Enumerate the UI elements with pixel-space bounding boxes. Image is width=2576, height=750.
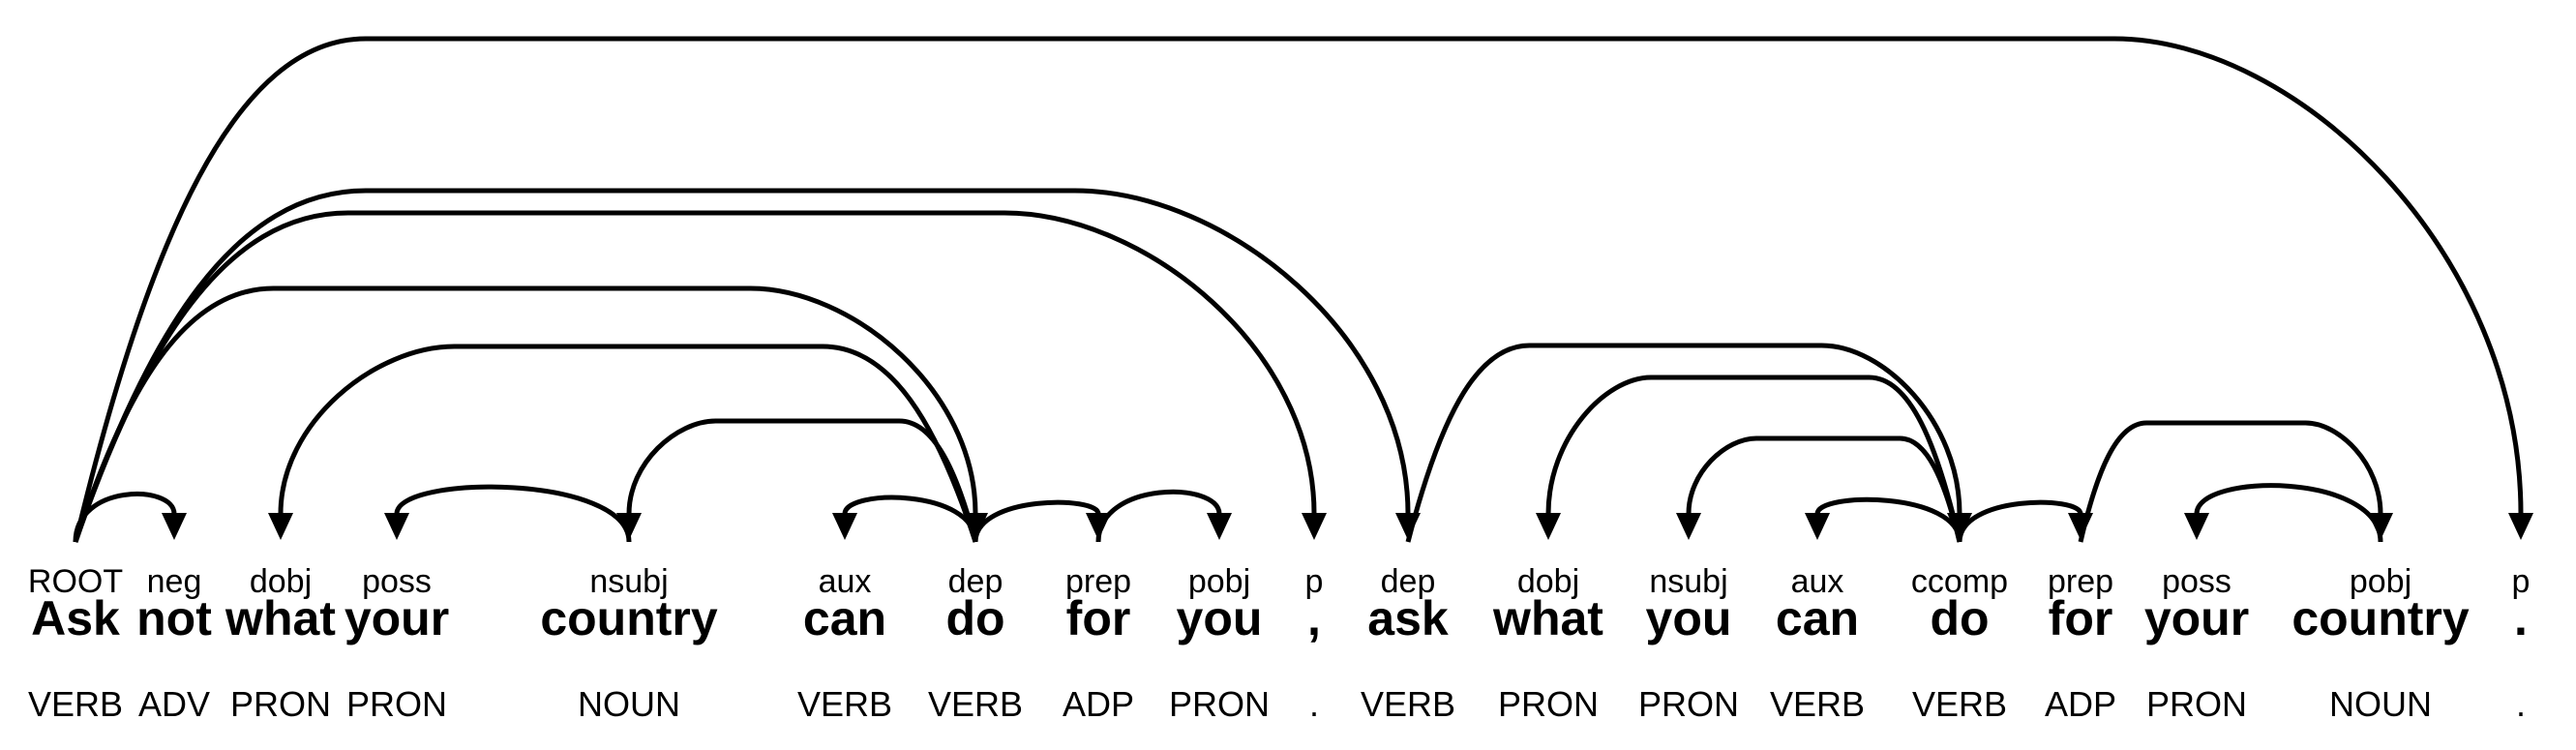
dep-label: dep bbox=[947, 563, 1003, 600]
arrowhead bbox=[384, 513, 409, 540]
arrowhead bbox=[1947, 513, 1972, 540]
dep-label: aux bbox=[1790, 563, 1844, 600]
word: Ask bbox=[31, 591, 120, 645]
word: your bbox=[2143, 591, 2250, 645]
dependency-arc bbox=[73, 210, 1317, 543]
arrowhead bbox=[1676, 513, 1701, 540]
dep-label: p bbox=[1304, 563, 1324, 600]
arrowhead bbox=[1302, 513, 1327, 540]
dep-label: p bbox=[2511, 563, 2531, 600]
dependency-arc bbox=[394, 484, 632, 543]
pos-tag: ADV bbox=[137, 684, 211, 724]
word: country bbox=[540, 591, 718, 645]
pos-tag: . bbox=[2515, 684, 2527, 724]
word: what bbox=[1493, 591, 1603, 645]
dependency-arc bbox=[73, 188, 1411, 543]
arrowhead bbox=[2508, 513, 2533, 540]
pos-tag: VERB bbox=[27, 684, 124, 724]
dependency-arc bbox=[842, 495, 978, 543]
arrowhead bbox=[1536, 513, 1561, 540]
arrowhead bbox=[1805, 513, 1830, 540]
dependency-arc bbox=[1405, 343, 1962, 543]
dependency-arc bbox=[1814, 496, 1962, 543]
word: country bbox=[2291, 591, 2470, 645]
pos-tag: PRON bbox=[1497, 684, 1600, 724]
dep-label: pobj bbox=[2349, 563, 2412, 600]
arrowhead bbox=[268, 513, 293, 540]
arrowhead bbox=[2368, 513, 2393, 540]
dependency-arc bbox=[2078, 420, 2383, 543]
dependency-arc bbox=[1545, 375, 1962, 543]
pos-tag: PRON bbox=[1637, 684, 1740, 724]
pos-tag: NOUN bbox=[2329, 684, 2432, 724]
word: your bbox=[344, 591, 450, 645]
dep-label: poss bbox=[362, 563, 432, 600]
arrowhead bbox=[1207, 513, 1232, 540]
word: for bbox=[2048, 591, 2113, 645]
word: can bbox=[802, 591, 887, 645]
arrowhead bbox=[963, 513, 988, 540]
arrowhead bbox=[2184, 513, 2209, 540]
word: you bbox=[1645, 591, 1732, 645]
word: can bbox=[1775, 591, 1860, 645]
pos-tag: PRON bbox=[2145, 684, 2248, 724]
word: do bbox=[1930, 591, 1990, 645]
pos-tag: VERB bbox=[1769, 684, 1866, 724]
arrowhead bbox=[832, 513, 857, 540]
dep-label: aux bbox=[818, 563, 872, 600]
word: , bbox=[1307, 591, 1321, 645]
pos-tag: VERB bbox=[927, 684, 1024, 724]
dep-label: ccomp bbox=[1910, 563, 2009, 600]
pos-tag: VERB bbox=[1360, 684, 1456, 724]
dep-label: nsubj bbox=[589, 563, 669, 600]
word: . bbox=[2514, 591, 2528, 645]
dependency-arc bbox=[73, 285, 978, 543]
dependency-arc bbox=[1957, 499, 2083, 543]
dep-label: pobj bbox=[1187, 563, 1251, 600]
pos-tag: NOUN bbox=[578, 684, 680, 724]
dependency-arc bbox=[73, 36, 2524, 543]
pos-tag: PRON bbox=[1168, 684, 1271, 724]
dependency-arc bbox=[626, 418, 978, 543]
word: what bbox=[225, 591, 336, 645]
pos-tag: ADP bbox=[2044, 684, 2117, 724]
word: do bbox=[945, 591, 1005, 645]
pos-tag: ADP bbox=[1062, 684, 1135, 724]
dep-label: ROOT bbox=[27, 563, 124, 600]
dependency-arc bbox=[2194, 483, 2383, 543]
word: for bbox=[1065, 591, 1131, 645]
dep-label: dep bbox=[1380, 563, 1436, 600]
dep-label: poss bbox=[2162, 563, 2232, 600]
dep-label: nsubj bbox=[1649, 563, 1728, 600]
pos-tag: PRON bbox=[345, 684, 448, 724]
dep-label: prep bbox=[2047, 563, 2114, 600]
dep-label: prep bbox=[1064, 563, 1132, 600]
word: not bbox=[136, 591, 212, 645]
word: ask bbox=[1367, 591, 1449, 645]
arrowhead bbox=[616, 513, 642, 540]
word: you bbox=[1176, 591, 1263, 645]
dependency-arc bbox=[1095, 489, 1222, 543]
pos-tag: PRON bbox=[229, 684, 332, 724]
dep-label: dobj bbox=[249, 563, 313, 600]
dep-label: dobj bbox=[1516, 563, 1580, 600]
pos-tag: . bbox=[1308, 684, 1320, 724]
arrowhead bbox=[162, 513, 187, 540]
dependency-arc bbox=[973, 499, 1101, 543]
dep-label: neg bbox=[146, 563, 202, 600]
dependency-arc bbox=[1686, 435, 1962, 543]
pos-tag: VERB bbox=[1911, 684, 2008, 724]
pos-tag: VERB bbox=[796, 684, 893, 724]
